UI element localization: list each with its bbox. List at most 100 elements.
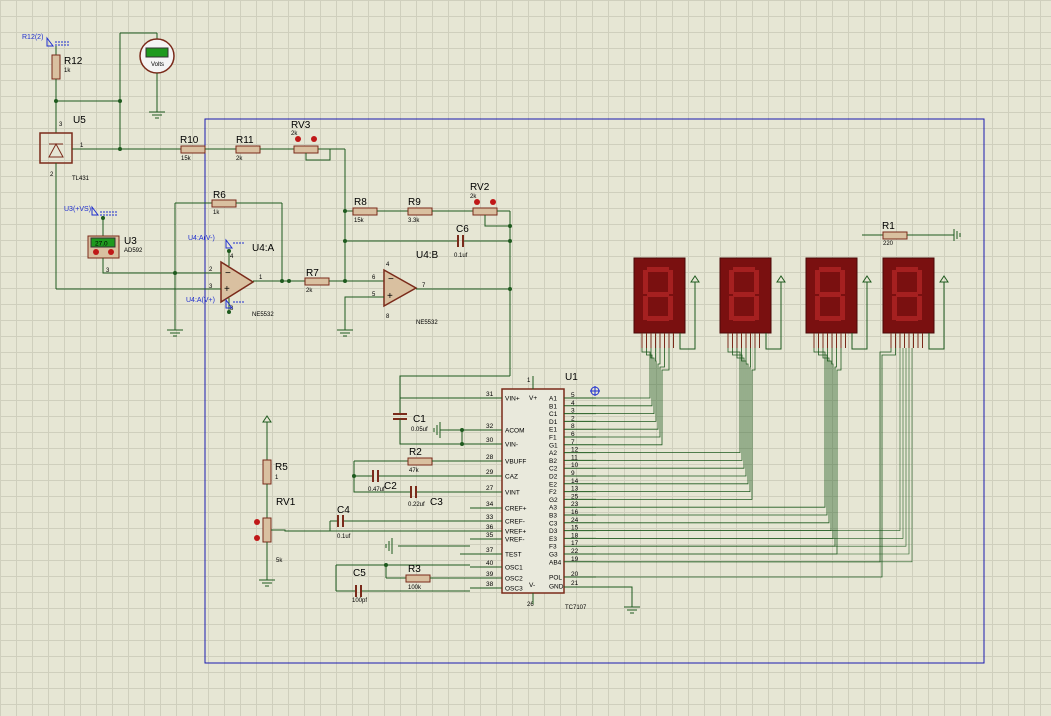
resistor-r5[interactable]: R5 1 (262, 459, 288, 485)
svg-text:U4:A: U4:A (252, 243, 275, 254)
ic-pin-name: G3 (549, 552, 558, 559)
resistor-r10[interactable]: R10 15k (180, 135, 206, 162)
svg-text:27.0: 27.0 (95, 241, 108, 248)
svg-text:7: 7 (422, 283, 426, 289)
ic-pin-number: 11 (571, 454, 578, 461)
svg-text:RV1: RV1 (276, 497, 296, 508)
ic-pin-name: A3 (549, 505, 557, 512)
svg-text:TC7107: TC7107 (565, 605, 587, 611)
svg-text:1: 1 (259, 275, 263, 281)
capacitor-c1[interactable]: C1 0.05uf (393, 413, 428, 433)
potentiometer-rv3[interactable]: RV3 2k (291, 120, 319, 154)
capacitor-c6[interactable]: C6 0.1uf (454, 224, 469, 259)
probe-u3[interactable]: U3(+VS) (64, 205, 117, 216)
opamp-u4b[interactable]: − + U4:B NE5532 6 5 7 4 8 (372, 250, 439, 326)
sensor-u3[interactable]: 27.0 U3 AD592 3 (87, 235, 143, 274)
ic-pin-name: E1 (549, 427, 557, 434)
svg-text:3.3k: 3.3k (408, 218, 420, 224)
resistor-r9[interactable]: R9 3.3k (407, 197, 433, 224)
ic-pin-name: CREF+ (505, 506, 527, 513)
svg-text:3: 3 (106, 268, 110, 274)
ic-pin-name: CAZ (505, 474, 518, 481)
tl431-u5[interactable]: U5 TL431 3 1 2 (39, 115, 90, 182)
svg-text:AD592: AD592 (124, 248, 143, 254)
ic-pin-number: 27 (486, 485, 494, 492)
svg-text:6: 6 (372, 275, 376, 281)
ic-pin-name: ACOM (505, 428, 525, 435)
ic-pin-number: 2 (571, 415, 575, 422)
svg-text:C2: C2 (384, 481, 397, 492)
svg-text:1k: 1k (213, 210, 220, 216)
ic-pin-name: VIN+ (505, 396, 520, 403)
ic-pin-name: C3 (549, 520, 558, 527)
svg-text:R12: R12 (64, 56, 83, 67)
svg-text:−: − (388, 274, 394, 285)
capacitor-c2[interactable]: C2 0.47uf (368, 470, 397, 493)
probe-u4a-pos[interactable]: U4:A(V+) (186, 297, 244, 309)
svg-text:R11: R11 (236, 135, 254, 146)
capacitor-c4[interactable]: C4 0.1uf (337, 505, 351, 540)
potentiometer-rv2[interactable]: RV2 2k (470, 182, 498, 216)
ic-pin-name: B2 (549, 458, 557, 465)
ic-pin-name: C2 (549, 466, 558, 473)
ic-pin-name: VREF+ (505, 529, 526, 536)
svg-text:0.05uf: 0.05uf (411, 427, 428, 433)
ic-pin-name: C1 (549, 411, 558, 418)
ic-pin-number: 38 (486, 581, 494, 588)
ic-pin-name: VREF- (505, 537, 525, 544)
svg-text:1k: 1k (64, 68, 71, 74)
ic-pin-name: E3 (549, 536, 557, 543)
svg-text:220: 220 (883, 241, 894, 247)
svg-text:R6: R6 (213, 190, 226, 201)
resistor-r1[interactable]: R1 220 (882, 221, 908, 247)
svg-text:R3: R3 (408, 564, 421, 575)
svg-text:47k: 47k (409, 468, 420, 474)
resistor-r6[interactable]: R6 1k (211, 190, 237, 216)
svg-text:0.1uf: 0.1uf (454, 253, 468, 259)
resistor-r2[interactable]: R2 47k (407, 447, 433, 474)
seven-segment-display[interactable] (633, 257, 700, 350)
ic-pin-number: 19 (571, 556, 579, 563)
resistor-r8[interactable]: R8 15k (352, 197, 378, 224)
ic-pin-name: D1 (549, 419, 558, 426)
probe-r12[interactable]: R12(2) (22, 34, 70, 47)
svg-text:15k: 15k (181, 156, 192, 162)
svg-text:2: 2 (209, 267, 213, 273)
svg-text:5: 5 (372, 292, 376, 298)
ground-symbol (167, 329, 183, 337)
capacitor-c5[interactable]: C5 100pf (352, 568, 367, 604)
resistor-r12[interactable]: R12 1k (51, 54, 83, 80)
ground-symbol (259, 579, 275, 587)
svg-text:U4:B: U4:B (416, 250, 439, 261)
ground-symbol (385, 538, 393, 554)
ic-pin-number: 31 (486, 391, 494, 398)
resistor-r3[interactable]: R3 100k (405, 564, 431, 591)
resistor-r11[interactable]: R11 2k (235, 135, 261, 162)
capacitor-c3[interactable]: C3 0.22uf (408, 486, 443, 508)
seven-segment-display[interactable] (882, 257, 949, 350)
segment-wires (596, 348, 913, 578)
svg-text:+: + (224, 284, 230, 295)
ground-symbol (149, 111, 165, 119)
opamp-u4a[interactable]: − + U4:A NE5532 2 3 1 4 8 (209, 243, 275, 318)
probe-u4a-neg[interactable]: U4:A(V-) (188, 235, 244, 249)
ic-pin-name: AB4 (549, 559, 562, 566)
power-arrow (262, 415, 272, 423)
svg-text:15k: 15k (354, 218, 365, 224)
ic-pin-number: 8 (571, 423, 575, 430)
resistor-r7[interactable]: R7 2k (304, 268, 330, 294)
seven-segment-display[interactable] (719, 257, 786, 350)
voltmeter[interactable]: Volts (139, 38, 175, 74)
svg-text:U4:A(V-): U4:A(V-) (188, 235, 215, 242)
ic-pin-number: 35 (486, 532, 494, 539)
svg-text:RV3: RV3 (291, 120, 311, 131)
svg-text:V+: V+ (529, 395, 537, 402)
ic-pin-name: B3 (549, 513, 557, 520)
ic-pin-number: 29 (486, 469, 494, 476)
svg-text:2k: 2k (236, 156, 243, 162)
ic-pin-number: 14 (571, 478, 579, 485)
ic-pin-number: 36 (486, 524, 494, 531)
seven-segment-display[interactable] (805, 257, 872, 350)
svg-text:2k: 2k (291, 131, 298, 137)
